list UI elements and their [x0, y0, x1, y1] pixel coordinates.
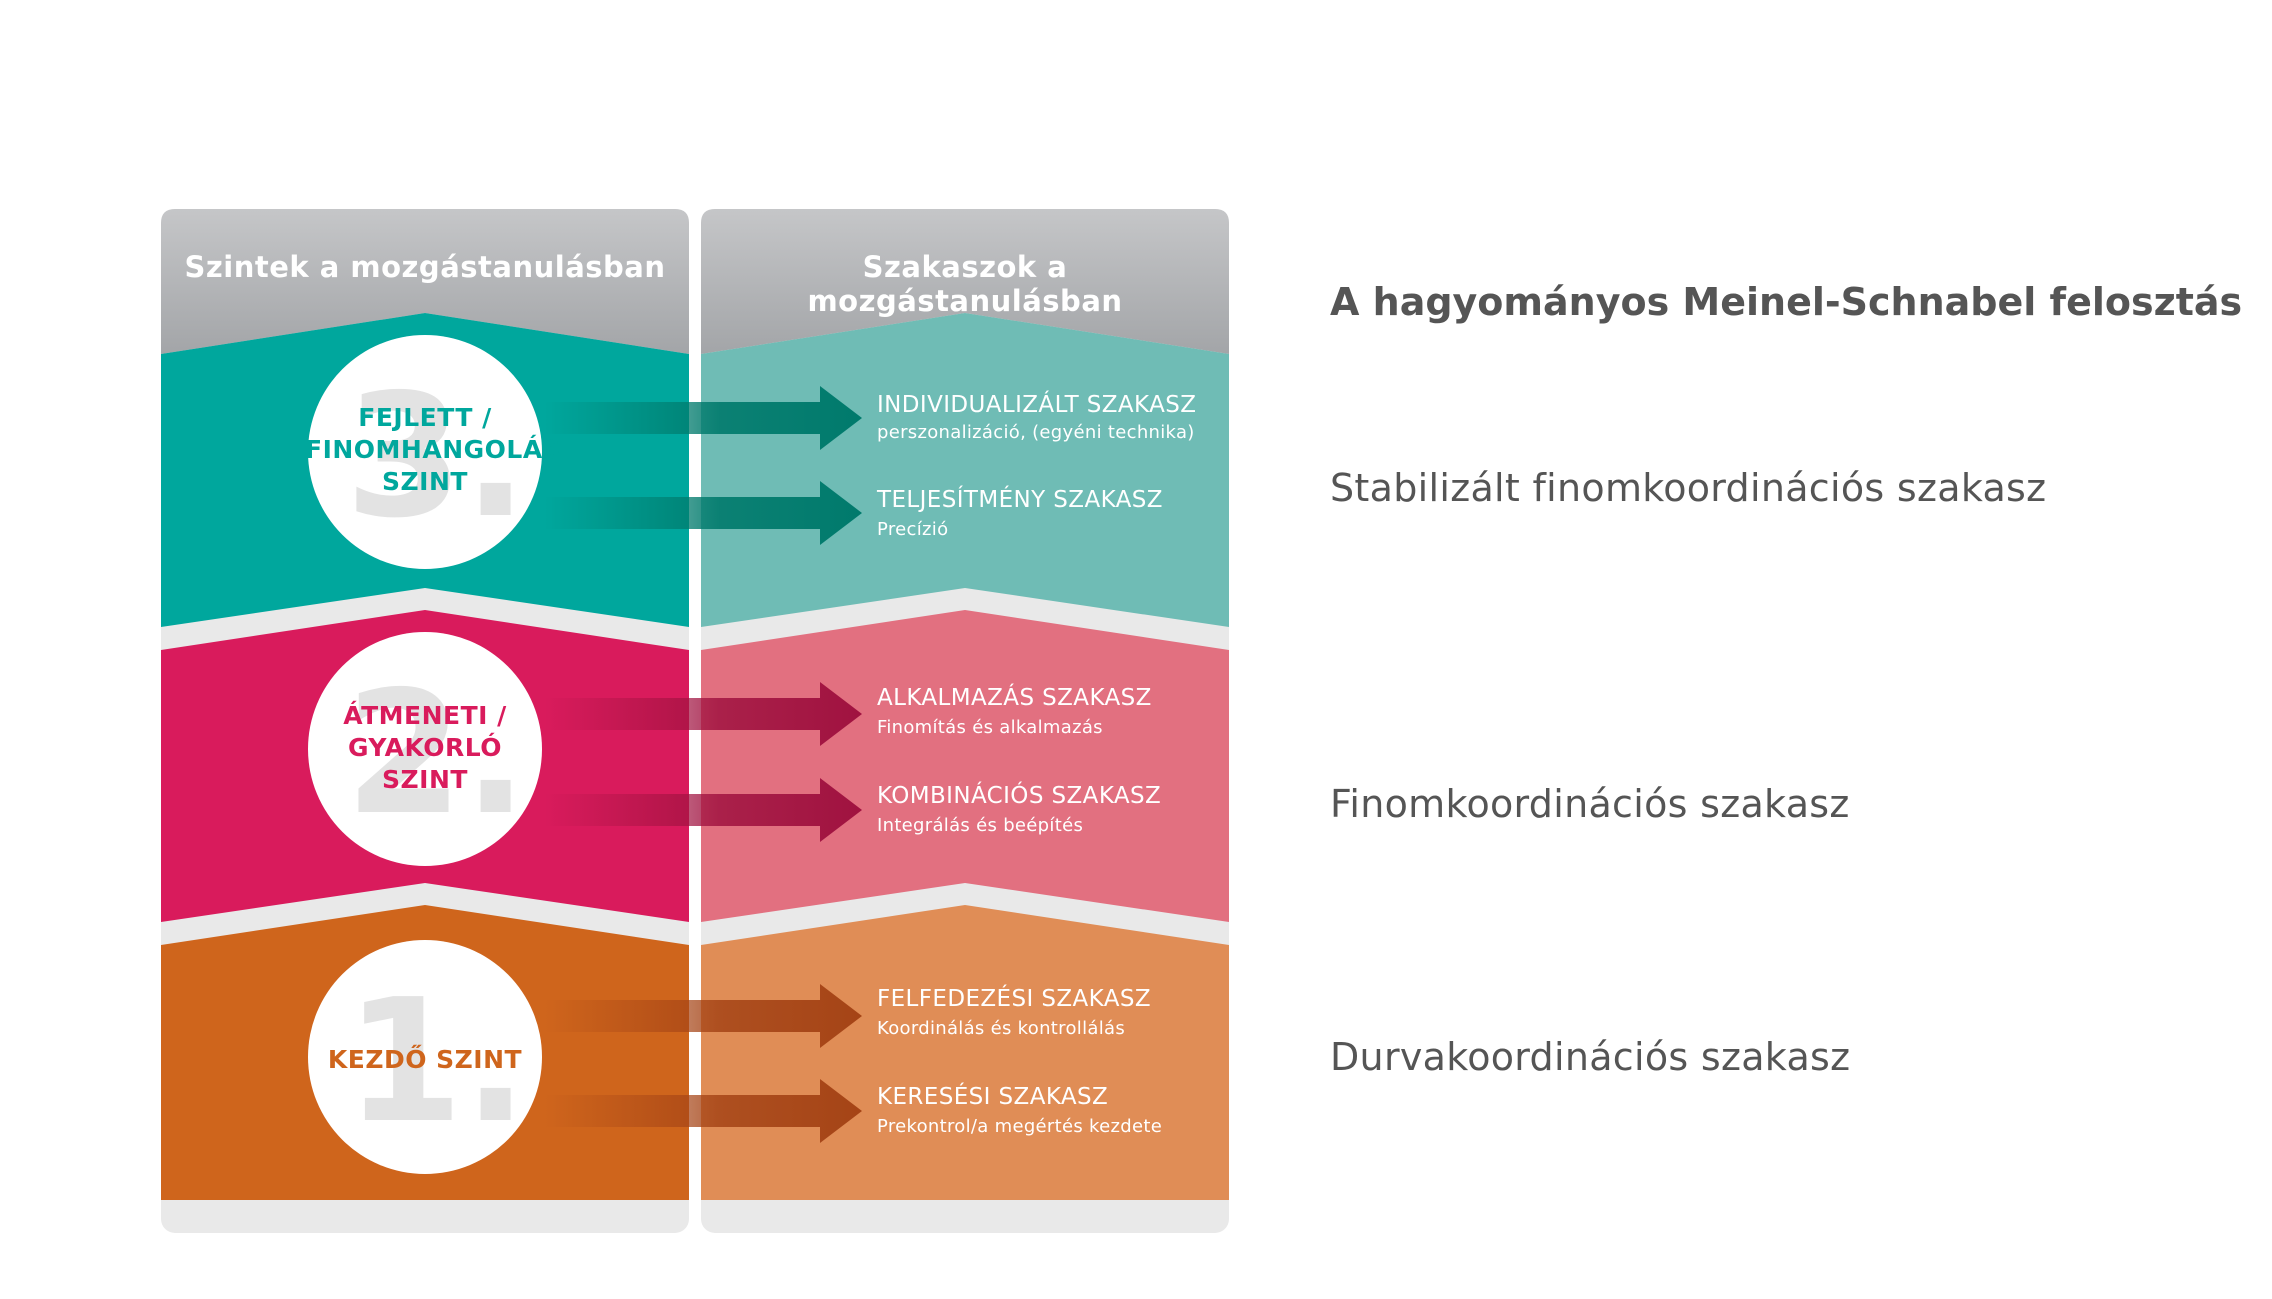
level-2-label-line-3: SZINT	[382, 765, 468, 794]
level-1-circle	[308, 940, 542, 1174]
stage-performance-title: TELJESÍTMÉNY SZAKASZ	[877, 487, 1163, 513]
right-phase-gross: Durvakoordinációs szakasz	[1330, 1035, 1851, 1079]
level-1-label: KEZDŐ SZINT	[305, 1044, 545, 1076]
stage-search-subtitle: Prekontrol/a megértés kezdete	[877, 1116, 1163, 1137]
level-2-label-line-2: GYAKORLÓ	[347, 733, 503, 762]
level-2-label-line-1: ÁTMENETI /	[343, 701, 507, 730]
level-2-number: 2.	[345, 655, 528, 853]
stage-application-subtitle: Finomítás és alkalmazás	[877, 717, 1103, 738]
level-3-label-line-1: FEJLETT /	[358, 403, 492, 432]
stage-2-band	[701, 610, 1229, 922]
stages-column-header: Szakaszok a mozgástanulásban	[807, 250, 1123, 318]
level-3-label-line-2: FINOMHANGOLÁS	[305, 435, 562, 464]
level-1-label-line-1: KEZDŐ SZINT	[327, 1045, 523, 1074]
arrow-3b	[545, 481, 862, 545]
stage-combination-title: KOMBINÁCIÓS SZAKASZ	[877, 783, 1162, 809]
level-3-label-line-3: SZINT	[382, 467, 468, 496]
arrow-3a	[545, 386, 862, 450]
level-3-circle	[308, 335, 542, 569]
stage-performance-subtitle: Precízió	[877, 519, 949, 540]
stage-application-title: ALKALMAZÁS SZAKASZ	[877, 685, 1152, 711]
stage-1-band	[701, 905, 1229, 1200]
right-phase-stabilized: Stabilizált finomkoordinációs szakasz	[1330, 466, 2047, 510]
stages-header-bg	[701, 209, 1229, 354]
arrow-2a	[545, 682, 862, 746]
level-2-circle	[308, 632, 542, 866]
level-2-label: ÁTMENETI / GYAKORLÓ SZINT	[305, 700, 545, 796]
stage-discovery-title: FELFEDEZÉSI SZAKASZ	[877, 986, 1152, 1012]
stage-combination-subtitle: Integrálás és beépítés	[877, 815, 1084, 836]
stage-search-title: KERESÉSI SZAKASZ	[877, 1084, 1109, 1110]
level-1-number: 1.	[345, 963, 528, 1161]
stage-individualized-title: INDIVIDUALIZÁLT SZAKASZ	[877, 392, 1197, 418]
arrow-1a	[545, 984, 862, 1048]
arrow-2b	[545, 778, 862, 842]
stage-3-band	[701, 313, 1229, 627]
arrow-1b	[545, 1079, 862, 1143]
right-phase-fine: Finomkoordinációs szakasz	[1330, 782, 1850, 826]
right-title: A hagyományos Meinel-Schnabel felosztás	[1330, 280, 2243, 324]
levels-header-bg	[161, 209, 689, 354]
level-3-number: 3.	[345, 358, 528, 556]
levels-column-header: Szintek a mozgástanulásban	[184, 250, 666, 284]
level-3-label: FEJLETT / FINOMHANGOLÁS SZINT	[305, 402, 562, 498]
stage-individualized-subtitle: perszonalizáció, (egyéni technika)	[877, 422, 1195, 443]
stage-discovery-subtitle: Koordinálás és kontrollálás	[877, 1018, 1126, 1039]
